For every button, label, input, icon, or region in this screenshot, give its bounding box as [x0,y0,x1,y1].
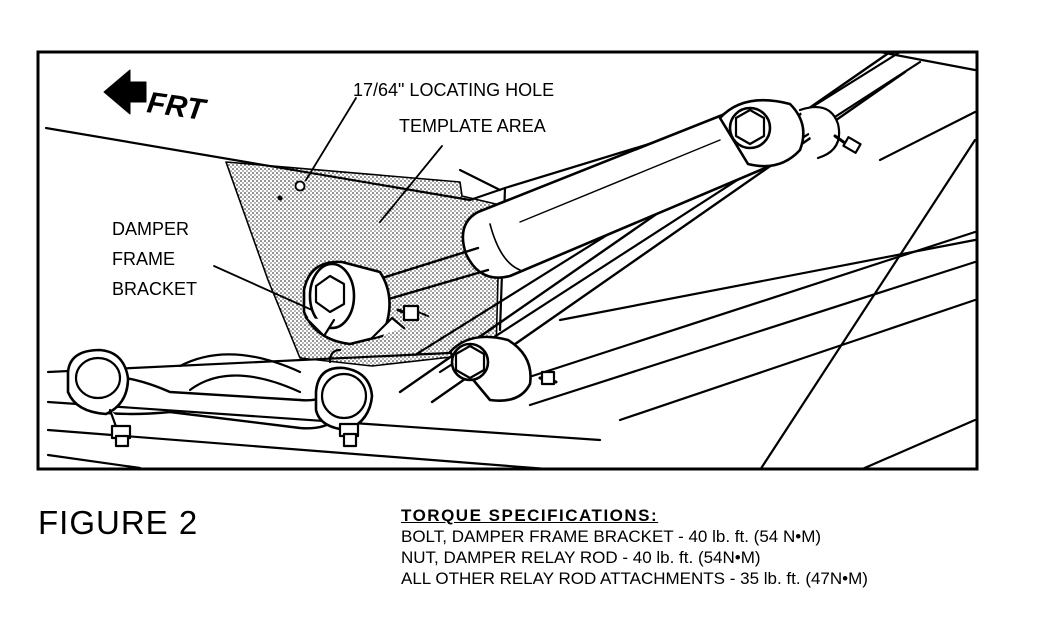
relay-rod-nut [448,335,558,402]
damper-bracket-leader [213,265,313,311]
damper-end-nut [718,98,862,168]
damper-label-line1: DAMPER [112,219,189,239]
torque-spec-line: ALL OTHER RELAY ROD ATTACHMENTS - 35 lb.… [401,569,868,588]
damper-frame-bracket [302,260,429,346]
torque-spec-line: BOLT, DAMPER FRAME BRACKET - 40 lb. ft. … [401,527,822,546]
template-area-leader [379,145,443,223]
damper-label-line2: FRAME [112,249,175,269]
tie-rod-end-middle [314,348,374,448]
locating-hole [294,180,306,192]
damper-label-line3: BRACKET [112,279,197,299]
tie-rod-end-left [66,348,132,448]
torque-spec-line: NUT, DAMPER RELAY ROD - 40 lb. ft. (54N•… [401,548,761,567]
locating-hole-leader [305,97,357,181]
torque-specifications: TORQUE SPECIFICATIONS: BOLT, DAMPER FRAM… [401,505,868,589]
torque-title: TORQUE SPECIFICATIONS: [401,506,659,525]
front-arrow-icon [103,69,147,115]
locating-hole-label: 17/64" LOCATING HOLE [353,80,554,100]
figure-label: FIGURE 2 [38,504,199,541]
leader-lines [213,97,443,311]
template-area-label: TEMPLATE AREA [399,116,546,136]
